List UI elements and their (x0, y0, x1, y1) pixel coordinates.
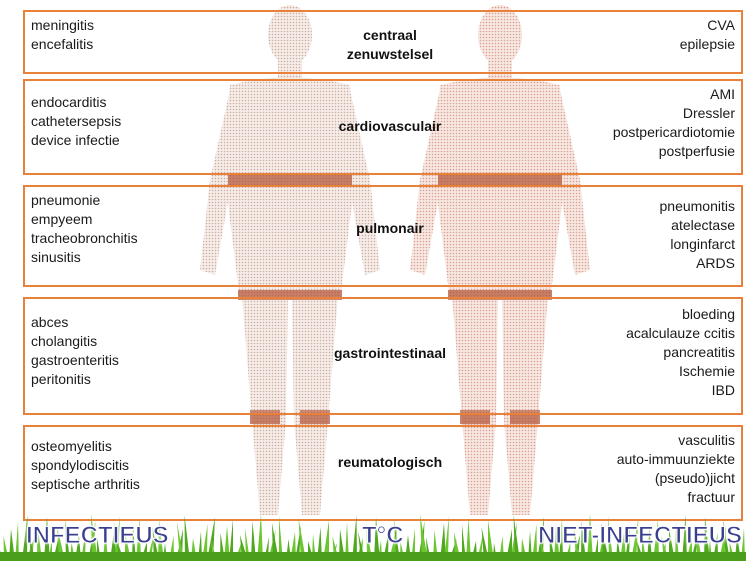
non-infectious-item: AMI (613, 85, 735, 104)
non-infectious-item: CVA (680, 16, 735, 35)
infectious-item: gastroenteritis (31, 351, 119, 370)
non-infectious-list: pneumonitis atelectase longinfarct ARDS (660, 197, 736, 273)
infectious-item: spondylodiscitis (31, 456, 140, 475)
infectious-list: osteomyelitis spondylodiscitis septische… (31, 437, 140, 494)
infectious-item: abces (31, 313, 119, 332)
non-infectious-item: epilepsie (680, 35, 735, 54)
panel-title: reumatologisch (315, 453, 465, 472)
non-infectious-item: bloeding (626, 305, 735, 324)
non-infectious-item: Ischemie (626, 362, 735, 381)
panel-title: pulmonair (315, 219, 465, 238)
panel-cardiovascular: endocarditis cathetersepsis device infec… (23, 79, 743, 175)
non-infectious-item: postperfusie (613, 142, 735, 161)
infectious-item: endocarditis (31, 93, 121, 112)
non-infectious-item: auto-immuunziekte (617, 450, 735, 469)
panel-title: centraal zenuwstelsel (315, 26, 465, 64)
infectious-item: meningitis (31, 16, 94, 35)
non-infectious-item: atelectase (660, 216, 736, 235)
infectious-item: septische arthritis (31, 475, 140, 494)
infectious-list: abces cholangitis gastroenteritis perito… (31, 313, 119, 389)
non-infectious-item: ARDS (660, 254, 736, 273)
infectious-list: endocarditis cathetersepsis device infec… (31, 93, 121, 150)
non-infectious-list: CVA epilepsie (680, 16, 735, 54)
infectious-item: sinusitis (31, 248, 138, 267)
non-infectious-label: NIET-INFECTIEUS (538, 521, 742, 551)
infectious-item: device infectie (31, 131, 121, 150)
non-infectious-item: postpericardiotomie (613, 123, 735, 142)
infectious-list: pneumonie empyeem tracheobronchitis sinu… (31, 191, 138, 267)
non-infectious-item: IBD (626, 381, 735, 400)
infectious-item: tracheobronchitis (31, 229, 138, 248)
infectious-item: peritonitis (31, 370, 119, 389)
non-infectious-item: (pseudo)jicht (617, 469, 735, 488)
non-infectious-item: longinfarct (660, 235, 736, 254)
panel-pulmonary: pneumonie empyeem tracheobronchitis sinu… (23, 185, 743, 287)
non-infectious-list: bloeding acalculauze ccitis pancreatitis… (626, 305, 735, 400)
panel-central-nervous-system: meningitis encefalitis centraal zenuwste… (23, 10, 743, 74)
infectious-label: INFECTIEUS (26, 521, 169, 551)
panel-title: cardiovasculair (315, 117, 465, 136)
panel-gastrointestinal: abces cholangitis gastroenteritis perito… (23, 297, 743, 415)
infectious-item: pneumonie (31, 191, 138, 210)
temperature-label: T°C (362, 521, 404, 551)
infectious-list: meningitis encefalitis (31, 16, 94, 54)
non-infectious-item: pancreatitis (626, 343, 735, 362)
non-infectious-item: pneumonitis (660, 197, 736, 216)
non-infectious-list: vasculitis auto-immuunziekte (pseudo)jic… (617, 431, 735, 507)
non-infectious-item: acalculauze ccitis (626, 324, 735, 343)
non-infectious-list: AMI Dressler postpericardiotomie postper… (613, 85, 735, 161)
infectious-item: empyeem (31, 210, 138, 229)
infectious-item: cholangitis (31, 332, 119, 351)
infectious-item: cathetersepsis (31, 112, 121, 131)
panel-title: gastrointestinaal (315, 344, 465, 363)
infectious-item: osteomyelitis (31, 437, 140, 456)
non-infectious-item: vasculitis (617, 431, 735, 450)
infectious-item: encefalitis (31, 35, 94, 54)
non-infectious-item: Dressler (613, 104, 735, 123)
